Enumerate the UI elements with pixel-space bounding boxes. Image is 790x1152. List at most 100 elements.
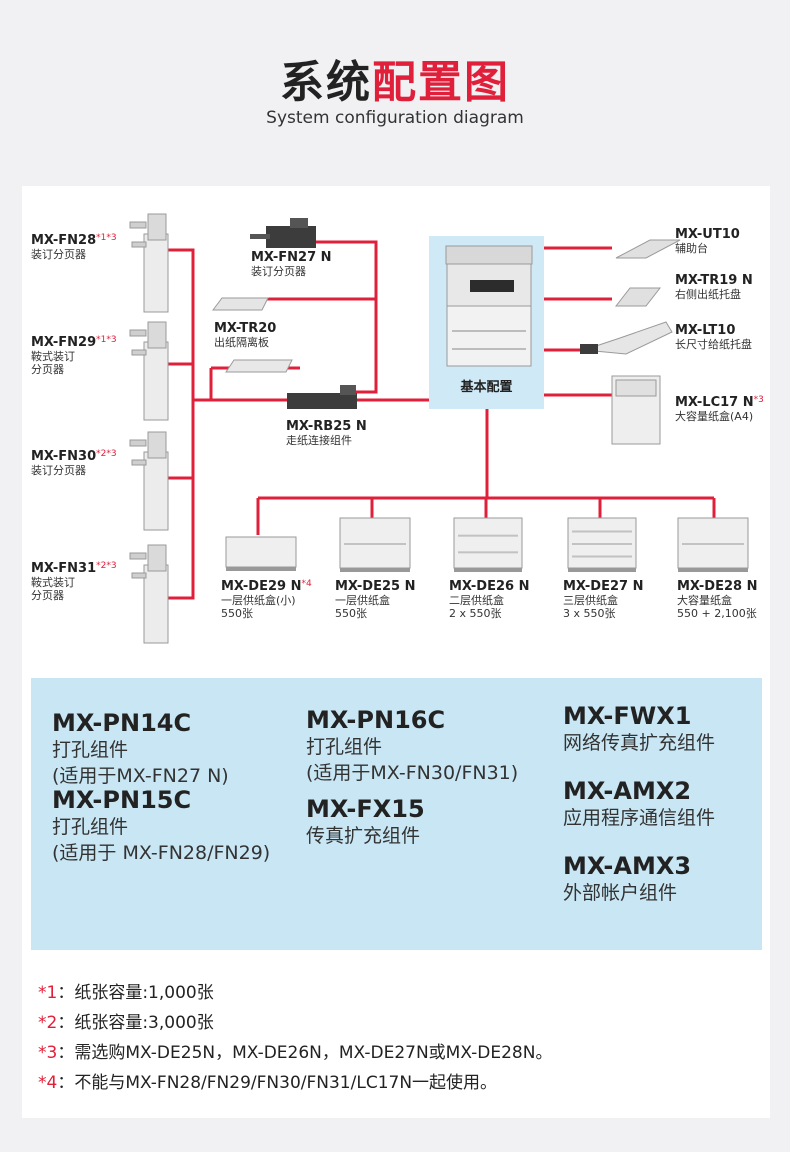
accessory-desc: 传真扩充组件 xyxy=(306,825,421,847)
finisher-fn31-label: MX-FN31*2*3 鞍式装订 分页器 xyxy=(31,561,117,602)
footnote-mark: *1 xyxy=(38,983,58,1003)
model-name: MX-FN29 xyxy=(31,335,97,350)
accessory-model: MX-FX15 xyxy=(306,795,425,823)
model-desc: 右侧出纸托盘 xyxy=(675,288,741,301)
model-desc: 二层供纸盒 xyxy=(449,594,504,607)
model-desc: 鞍式装订 xyxy=(31,576,75,589)
model-desc: 一层供纸盒(小) xyxy=(221,594,296,607)
accessory-amx2: MX-AMX2 应用程序通信组件 xyxy=(563,777,715,831)
model-name: MX-LC17 N xyxy=(675,395,754,410)
large-capacity-cassette-icon xyxy=(611,375,661,445)
accessory-fx15: MX-FX15 传真扩充组件 xyxy=(306,795,425,849)
model-desc: 分页器 xyxy=(31,589,64,602)
option-lc17n-label: MX-LC17 N*3 大容量纸盒(A4) xyxy=(675,395,764,423)
paper-drawer-icon xyxy=(453,517,523,572)
footnote-2: *2：纸张容量:3,000张 xyxy=(38,1008,214,1033)
accessory-desc: (适用于MX-FN27 N) xyxy=(52,765,229,787)
accessories-panel xyxy=(31,678,762,950)
model-desc: 长尺寸给纸托盘 xyxy=(675,338,752,351)
footnote-4: *4：不能与MX-FN28/FN29/FN30/FN31/LC17N一起使用。 xyxy=(38,1068,497,1093)
paper-drawer-icon xyxy=(339,517,411,572)
option-tr19n-label: MX-TR19 N 右侧出纸托盘 xyxy=(675,273,753,301)
paper-pass-unit-icon xyxy=(287,385,357,409)
footnote-text: ：纸张容量:1,000张 xyxy=(57,983,214,1003)
accessory-desc: 应用程序通信组件 xyxy=(563,807,716,829)
base-machine-icon xyxy=(445,245,533,367)
footnote-mark: *4 xyxy=(38,1073,58,1093)
drawer-de28n-label: MX-DE28 N 大容量纸盒 550 + 2,100张 xyxy=(677,579,757,620)
model-name: MX-FN28 xyxy=(31,233,97,248)
accessory-amx3: MX-AMX3 外部帐户组件 xyxy=(563,852,691,906)
note-mark: *1*3 xyxy=(96,233,117,243)
right-exit-tray-icon xyxy=(614,287,662,307)
tray-icon xyxy=(225,359,293,373)
model-name: MX-DE27 N xyxy=(563,579,644,594)
finisher-icon xyxy=(129,431,169,531)
model-desc: 装订分页器 xyxy=(31,464,86,477)
footnote-1: *1：纸张容量:1,000张 xyxy=(38,978,214,1003)
paper-drawer-icon xyxy=(677,517,749,572)
drawer-de26n-label: MX-DE26 N 二层供纸盒 2 x 550张 xyxy=(449,579,529,620)
title-part1: 系统 xyxy=(280,57,372,108)
model-desc: 一层供纸盒 xyxy=(335,594,390,607)
page-title: 系统配置图 xyxy=(0,46,790,110)
model-desc: 大容量纸盒 xyxy=(677,594,732,607)
accessory-desc: (适用于MX-FN30/FN31) xyxy=(306,762,519,784)
model-name: MX-DE29 N xyxy=(221,579,302,594)
footnote-text: ：需选购MX-DE25N，MX-DE26N，MX-DE27N或MX-DE28N。 xyxy=(57,1043,553,1063)
accessory-model: MX-AMX3 xyxy=(563,852,692,880)
model-desc: 2 x 550张 xyxy=(449,607,502,620)
accessory-desc: 网络传真扩充组件 xyxy=(563,732,716,754)
accessory-desc: (适用于 MX-FN28/FN29) xyxy=(52,842,271,864)
accessory-pn16c: MX-PN16C 打孔组件 (适用于MX-FN30/FN31) xyxy=(306,706,518,786)
model-desc: 550 + 2,100张 xyxy=(677,607,757,620)
accessory-pn15c: MX-PN15C 打孔组件 (适用于 MX-FN28/FN29) xyxy=(52,786,270,866)
paper-drawer-icon xyxy=(567,517,637,572)
option-lt10-label: MX-LT10 长尺寸给纸托盘 xyxy=(675,323,752,351)
model-name: MX-TR20 xyxy=(214,321,277,336)
accessory-pn14c: MX-PN14C 打孔组件 (适用于MX-FN27 N) xyxy=(52,709,229,789)
model-desc: 出纸隔离板 xyxy=(214,336,269,349)
option-rb25n-label: MX-RB25 N 走纸连接组件 xyxy=(286,419,367,447)
model-desc: 装订分页器 xyxy=(31,248,86,261)
note-mark: *2*3 xyxy=(96,561,117,571)
footnote-mark: *3 xyxy=(38,1043,58,1063)
accessory-model: MX-FWX1 xyxy=(563,702,692,730)
accessory-fwx1: MX-FWX1 网络传真扩充组件 xyxy=(563,702,715,756)
drawer-de29n-label: MX-DE29 N*4 一层供纸盒(小) 550张 xyxy=(221,579,312,620)
model-name: MX-LT10 xyxy=(675,323,736,338)
drawer-de27n-label: MX-DE27 N 三层供纸盒 3 x 550张 xyxy=(563,579,643,620)
model-desc: 辅助台 xyxy=(675,242,708,255)
option-ut10-label: MX-UT10 辅助台 xyxy=(675,227,740,255)
finisher-fn28-label: MX-FN28*1*3 装订分页器 xyxy=(31,233,117,261)
connector-line xyxy=(266,297,378,394)
finisher-fn29-label: MX-FN29*1*3 鞍式装订 分页器 xyxy=(31,335,117,376)
footnote-3: *3：需选购MX-DE25N，MX-DE26N，MX-DE27N或MX-DE28… xyxy=(38,1038,552,1063)
base-configuration-label: 基本配置 xyxy=(460,380,513,395)
footnote-mark: *2 xyxy=(38,1013,58,1033)
finisher-fn30-label: MX-FN30*2*3 装订分页器 xyxy=(31,449,117,477)
model-name: MX-DE25 N xyxy=(335,579,416,594)
note-mark: *3 xyxy=(753,395,764,405)
page-subtitle: System configuration diagram xyxy=(266,108,524,128)
long-feed-tray-icon xyxy=(580,321,673,355)
accessory-desc: 打孔组件 xyxy=(306,736,383,758)
paper-drawer-icon xyxy=(225,536,297,571)
connector-line xyxy=(168,248,195,600)
model-name: MX-DE26 N xyxy=(449,579,530,594)
model-desc: 大容量纸盒(A4) xyxy=(675,410,754,423)
note-mark: *4 xyxy=(301,579,312,589)
model-name: MX-TR19 N xyxy=(675,273,753,288)
accessory-model: MX-AMX2 xyxy=(563,777,692,805)
accessory-model: MX-PN16C xyxy=(306,706,446,734)
accessory-desc: 打孔组件 xyxy=(52,816,129,838)
separator-tray-icon xyxy=(212,297,269,311)
model-name: MX-UT10 xyxy=(675,227,740,242)
note-mark: *2*3 xyxy=(96,449,117,459)
model-name: MX-DE28 N xyxy=(677,579,758,594)
accessory-model: MX-PN15C xyxy=(52,786,192,814)
model-desc: 分页器 xyxy=(31,363,64,376)
model-name: MX-RB25 N xyxy=(286,419,367,434)
note-mark: *1*3 xyxy=(96,335,117,345)
